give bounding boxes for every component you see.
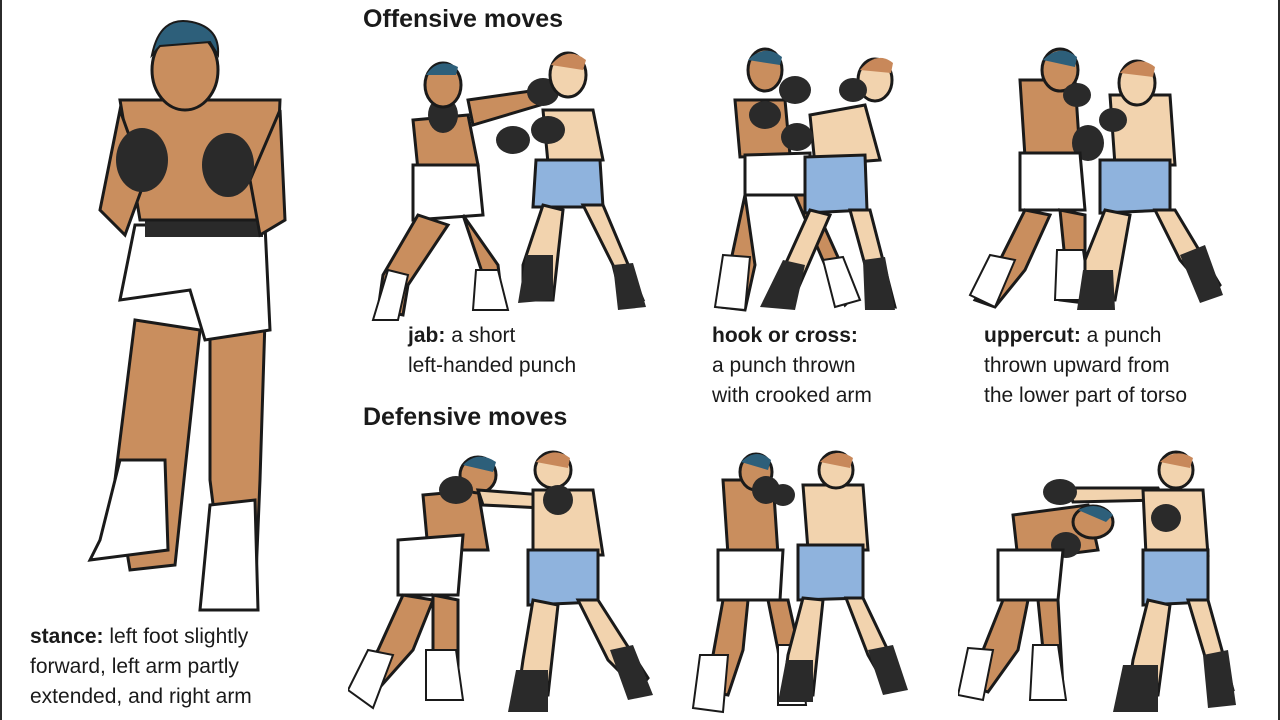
stance-text-line3: extended, and right arm	[30, 685, 252, 708]
left-frame-border	[0, 0, 2, 720]
stance-caption: stance: left foot slightly forward, left…	[30, 622, 350, 712]
jab-text-line2: left-handed punch	[408, 354, 576, 377]
hook-caption: hook or cross: a punch thrown with crook…	[712, 321, 872, 411]
uppercut-illustration	[965, 45, 1230, 320]
stance-term: stance:	[30, 625, 104, 648]
parry-illustration	[688, 450, 918, 720]
hook-illustration	[705, 45, 905, 320]
uppercut-text-line1: a punch	[1087, 324, 1162, 347]
block-illustration	[348, 450, 658, 720]
defensive-moves-heading: Defensive moves	[363, 403, 567, 432]
stance-text-line2: forward, left arm partly	[30, 655, 239, 678]
duck-illustration	[958, 450, 1238, 720]
hook-text-line1: a punch thrown	[712, 354, 856, 377]
uppercut-text-line3: the lower part of torso	[984, 384, 1187, 407]
stance-text-line1: left foot slightly	[109, 625, 248, 648]
uppercut-text-line2: thrown upward from	[984, 354, 1170, 377]
uppercut-term: uppercut:	[984, 324, 1081, 347]
jab-term: jab:	[408, 324, 445, 347]
uppercut-caption: uppercut: a punch thrown upward from the…	[984, 321, 1187, 411]
hook-text-line2: with crooked arm	[712, 384, 872, 407]
offensive-moves-heading: Offensive moves	[363, 5, 563, 34]
stance-illustration	[80, 10, 320, 620]
jab-caption: jab: a short left-handed punch	[408, 321, 576, 381]
jab-text-line1: a short	[451, 324, 515, 347]
hook-term: hook or cross:	[712, 324, 858, 347]
jab-illustration	[368, 45, 648, 330]
